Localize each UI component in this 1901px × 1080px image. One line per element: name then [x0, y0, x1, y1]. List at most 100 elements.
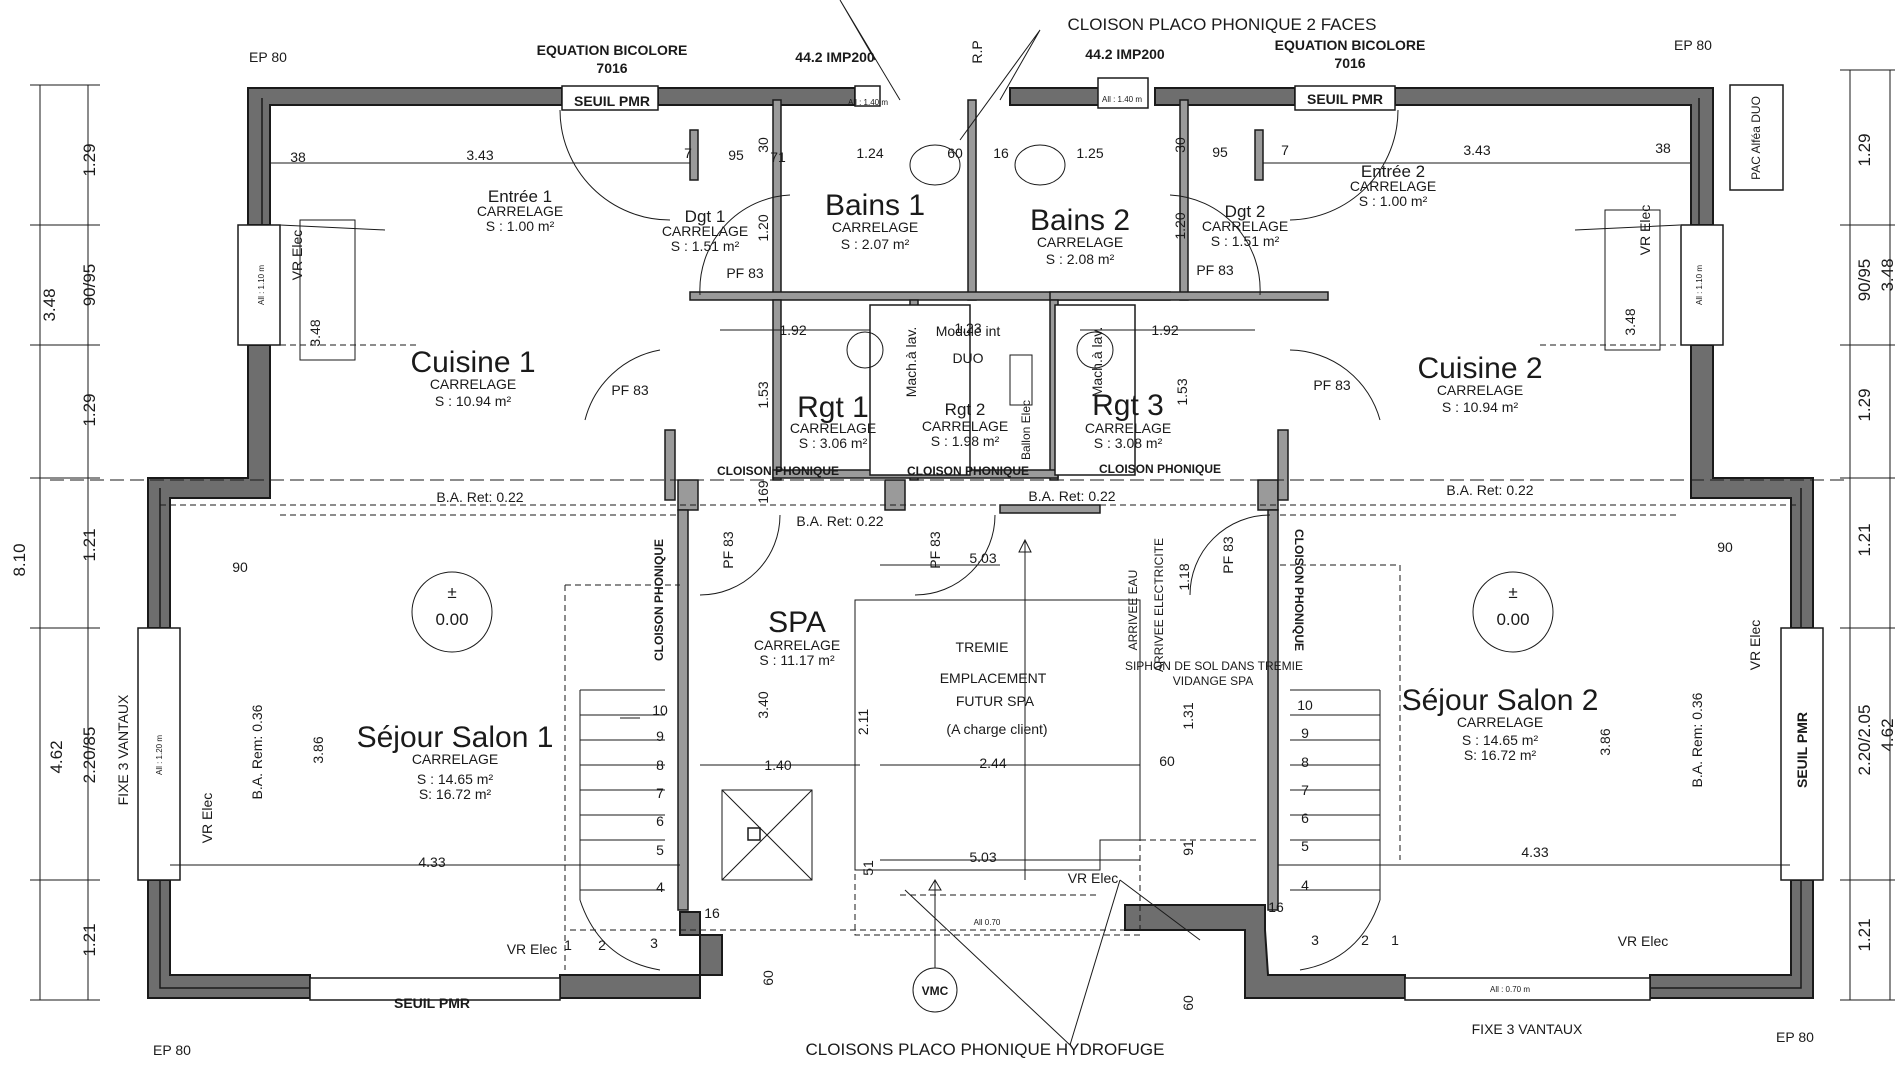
- level-sign-left: ±: [447, 583, 456, 602]
- dim: 3.86: [310, 736, 326, 763]
- dim: 3.86: [1597, 728, 1613, 755]
- stair-step: 10: [652, 702, 668, 718]
- dim: 4.62: [47, 740, 66, 773]
- allege-070m: All : 0.70 m: [1490, 985, 1530, 994]
- vmc-marker: VMC: [912, 538, 1032, 1013]
- fixe3-left: FIXE 3 VANTAUX: [115, 694, 131, 805]
- stair-step: 7: [1301, 782, 1309, 798]
- ep80-bottom-right: EP 80: [1776, 1029, 1814, 1045]
- dim: 71: [770, 149, 786, 165]
- dim: 3.48: [1622, 308, 1638, 335]
- room-area: S : 1.98 m²: [931, 433, 1000, 449]
- stair-step: 2: [1361, 932, 1369, 948]
- dim: 95: [728, 147, 744, 163]
- room-area: S : 2.08 m²: [1046, 251, 1115, 267]
- allege-140-right: All : 1.40 m: [1102, 95, 1142, 104]
- dim: 38: [1655, 140, 1671, 156]
- dim: 3.48: [307, 319, 323, 346]
- room-floor: CARRELAGE: [1037, 234, 1123, 250]
- pf83-rgt3: PF 83: [1220, 536, 1236, 574]
- pf83-dgt1: PF 83: [726, 265, 764, 281]
- dim: 2.20/85: [80, 727, 99, 784]
- room-area: S : 3.08 m²: [1094, 435, 1163, 451]
- cloisons-hydrofuge-label: CLOISONS PLACO PHONIQUE HYDROFUGE: [806, 1040, 1165, 1059]
- room-name: Entrée 2: [1361, 162, 1425, 181]
- cloison-phonique-1: CLOISON PHONIQUE: [717, 464, 839, 478]
- dim: 1.21: [80, 923, 99, 956]
- arrivee-elec: ARRIVEE ELECTRICITE: [1152, 538, 1166, 672]
- dim: 30: [755, 137, 771, 153]
- vr-elec-cuisine1: VR Elec: [289, 230, 305, 281]
- seuil-pmr-top-right: SEUIL PMR: [1307, 91, 1383, 107]
- level-value-left: 0.00: [435, 610, 468, 629]
- room-area: S : 1.51 m²: [671, 238, 740, 254]
- dim: 60: [1180, 995, 1196, 1011]
- dim: 1.20: [755, 214, 771, 241]
- dimension-lines: [30, 69, 1895, 1001]
- room-sejour2: Séjour Salon 2 CARRELAGE S : 14.65 m² S:…: [1402, 684, 1599, 763]
- siphon-line2: VIDANGE SPA: [1173, 674, 1253, 688]
- stair-step: 10: [1297, 697, 1313, 713]
- mach-a-lav-right: Mach.à lav.: [1089, 327, 1105, 398]
- cloison-phonique-2: CLOISON PHONIQUE: [907, 464, 1029, 478]
- dim: 60: [760, 970, 776, 986]
- ep80-top-right: EP 80: [1674, 37, 1712, 53]
- room-dgt1: Dgt 1 CARRELAGE S : 1.51 m²: [662, 207, 748, 254]
- stair-step: 4: [1301, 877, 1309, 893]
- stair-step: 3: [650, 935, 658, 951]
- vr-elec-bottom-right: VR Elec: [1618, 933, 1669, 949]
- vmc-label: VMC: [922, 984, 949, 998]
- stair-step: 2: [598, 937, 606, 953]
- ep80-bottom-left: EP 80: [153, 1042, 191, 1058]
- room-name: Cuisine 2: [1417, 352, 1542, 385]
- duo-label: DUO: [952, 350, 983, 366]
- dim: 1.92: [1151, 322, 1178, 338]
- dim: 60: [947, 145, 963, 161]
- fixtures: [299, 144, 1661, 971]
- dim: 3.43: [1463, 142, 1490, 158]
- dim: 60: [1159, 753, 1175, 769]
- dim: 4.62: [1878, 718, 1897, 751]
- room-area2: S: 16.72 m²: [419, 786, 492, 802]
- room-name: Bains 1: [825, 189, 925, 222]
- vr-elec-sejour2: VR Elec: [1747, 620, 1763, 671]
- allege-070: All 0.70: [974, 918, 1001, 927]
- allege-140-left: All : 1.40 m: [848, 98, 888, 107]
- siphon-line1: SIPHON DE SOL DANS TREMIE: [1125, 659, 1303, 673]
- dim: 30: [1172, 137, 1188, 153]
- dim: 16: [704, 905, 720, 921]
- room-floor: CARRELAGE: [1202, 218, 1288, 234]
- dim: 3.48: [40, 288, 59, 321]
- room-floor: CARRELAGE: [430, 376, 516, 392]
- level-marker-right: ± 0.00: [1472, 571, 1554, 653]
- annotation-leaders: [839, 0, 1201, 1046]
- room-area: S : 1.51 m²: [1211, 233, 1280, 249]
- room-floor: CARRELAGE: [1437, 382, 1523, 398]
- room-area: S : 3.06 m²: [799, 435, 868, 451]
- emplacement-line2: FUTUR SPA: [956, 693, 1035, 709]
- ba-ret-right: B.A. Ret: 0.22: [1446, 482, 1533, 498]
- dim: 7: [1281, 142, 1289, 158]
- emplacement-line3: (A charge client): [946, 721, 1047, 737]
- allege-120: All : 1.20 m: [155, 735, 164, 775]
- dim: 4.33: [1521, 844, 1548, 860]
- annotations: CLOISON PLACO PHONIQUE 2 FACES CLOISONS …: [115, 15, 1814, 1059]
- room-entree2: Entrée 2 CARRELAGE S : 1.00 m²: [1350, 162, 1436, 209]
- pf83-dgt2: PF 83: [1196, 262, 1234, 278]
- room-floor: CARRELAGE: [922, 418, 1008, 434]
- equation-left-line2: 7016: [596, 60, 627, 76]
- rp-label: R.P: [969, 40, 985, 63]
- dim: 5.03: [969, 550, 996, 566]
- dim: 1.21: [1855, 918, 1874, 951]
- ba-ret-center: B.A. Ret: 0.22: [1028, 488, 1115, 504]
- arrivee-eau: ARRIVEE EAU: [1126, 570, 1140, 651]
- dim: 16: [993, 145, 1009, 161]
- room-name: Bains 2: [1030, 204, 1130, 237]
- room-name: Dgt 2: [1225, 202, 1266, 221]
- equation-left-line1: EQUATION BICOLORE: [537, 42, 688, 58]
- room-sejour1: Séjour Salon 1 CARRELAGE S : 14.65 m² S:…: [357, 721, 554, 802]
- room-rgt1: Rgt 1 CARRELAGE S : 3.06 m²: [790, 391, 876, 451]
- room-area2: S: 16.72 m²: [1464, 747, 1537, 763]
- room-floor: CARRELAGE: [754, 637, 840, 653]
